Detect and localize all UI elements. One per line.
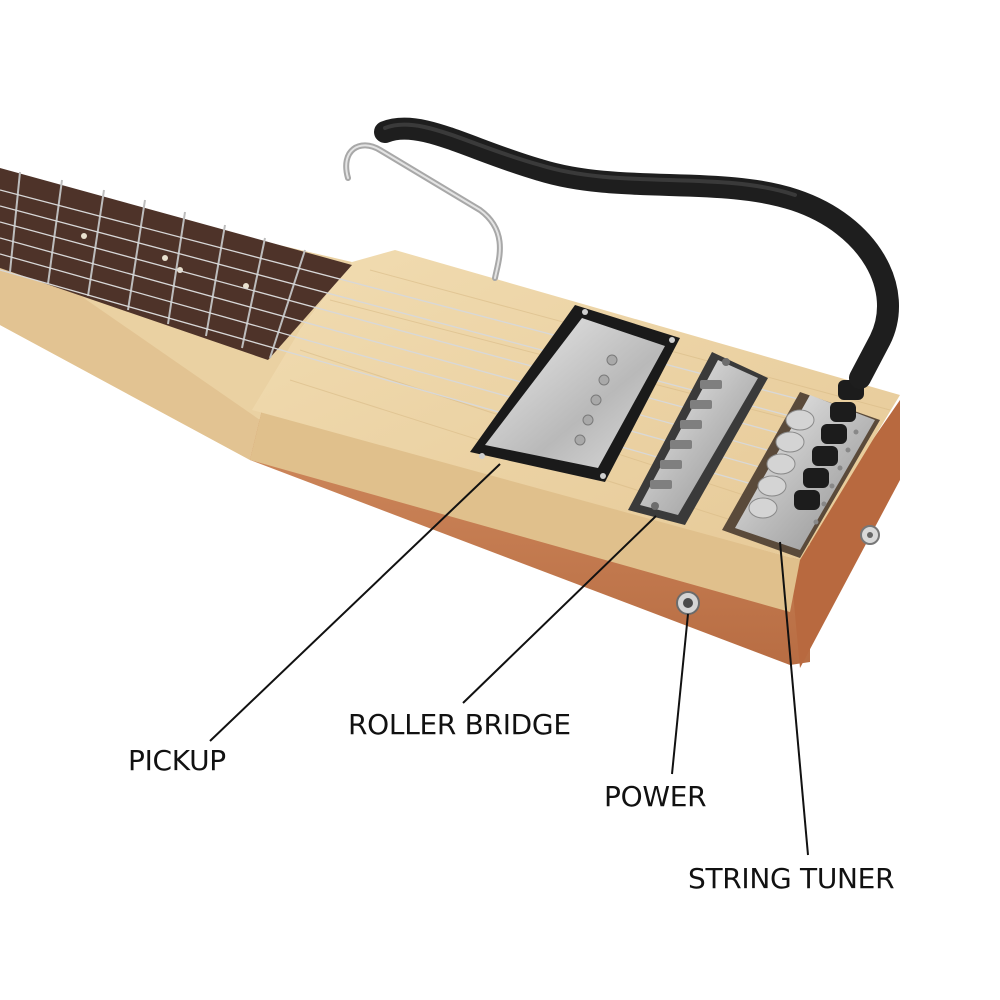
roller-bridge <box>628 352 768 525</box>
pickup-label: PICKUP <box>128 744 226 777</box>
power-label: POWER <box>604 780 707 813</box>
power-jack <box>676 591 700 615</box>
pickup-leader-line <box>209 463 501 742</box>
leader-lines <box>209 463 809 856</box>
string-tuner <box>722 380 880 558</box>
power-leader-line <box>671 613 689 775</box>
string-tuner-leader-line <box>779 541 809 856</box>
string-tuner-label: STRING TUNER <box>688 862 895 895</box>
roller-bridge-leader-line <box>462 515 657 704</box>
fretboard <box>0 168 352 360</box>
arm-rest-tube <box>374 117 899 389</box>
leg-rest-wire <box>343 142 503 281</box>
roller-bridge-label: ROLLER BRIDGE <box>348 708 571 741</box>
pickup <box>470 305 680 482</box>
